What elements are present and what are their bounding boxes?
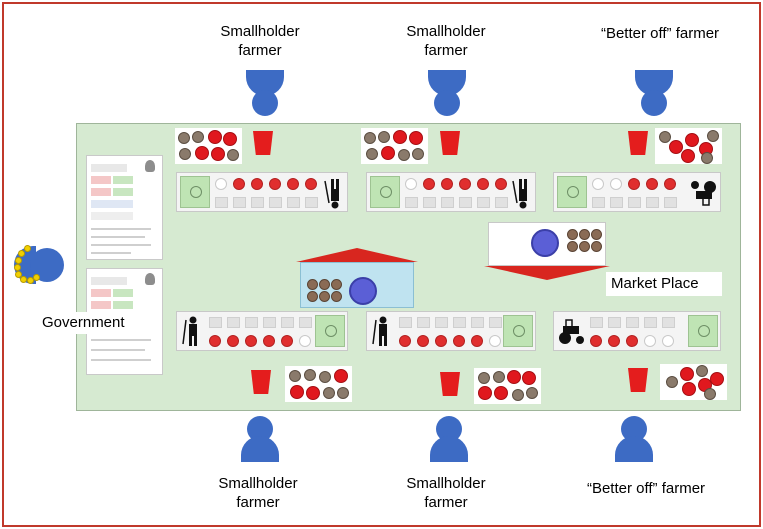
- market-stall-icon: [484, 222, 610, 280]
- red-cup-icon: [628, 368, 648, 392]
- farmer-with-tool-icon: [372, 316, 387, 346]
- coin-tray: [285, 366, 352, 402]
- farmer-board-top-middle: [366, 172, 536, 212]
- person-icon: [243, 70, 287, 118]
- farmer-with-tool-icon: [324, 179, 339, 209]
- coin-tray: [474, 368, 541, 404]
- farmer-board-bottom-left: [176, 311, 348, 351]
- coin-tray: [660, 364, 727, 400]
- red-cup-icon: [440, 372, 460, 396]
- label-bottom-right: “Better off” farmer: [586, 480, 706, 497]
- person-icon: [238, 416, 282, 464]
- person-icon: [427, 416, 471, 464]
- person-icon: [632, 70, 676, 118]
- government-label: Government: [38, 312, 148, 334]
- game-board: [76, 123, 741, 411]
- market-place-label: Market Place: [606, 272, 722, 296]
- government-sheet-top: [86, 155, 163, 260]
- red-cup-icon: [253, 131, 273, 155]
- coin-tray: [175, 128, 242, 164]
- coin-tray: [655, 128, 722, 164]
- government-person-icon: [14, 243, 72, 287]
- tractor-icon: [559, 319, 584, 344]
- red-cup-icon: [440, 131, 460, 155]
- farmer-with-tool-icon: [512, 179, 527, 209]
- farmer-board-bottom-middle: [366, 311, 536, 351]
- farmer-board-bottom-right: [553, 311, 721, 351]
- red-cup-icon: [628, 131, 648, 155]
- label-top-right: “Better off” farmer: [600, 25, 720, 42]
- red-cup-icon: [251, 370, 271, 394]
- tractor-icon: [691, 181, 716, 206]
- farmer-board-top-left: [176, 172, 348, 212]
- market-stall-icon: [296, 248, 418, 308]
- person-icon: [425, 70, 469, 118]
- farmer-with-tool-icon: [182, 316, 197, 346]
- farmer-board-top-right: [553, 172, 721, 212]
- person-icon: [612, 416, 656, 464]
- coin-tray: [361, 128, 428, 164]
